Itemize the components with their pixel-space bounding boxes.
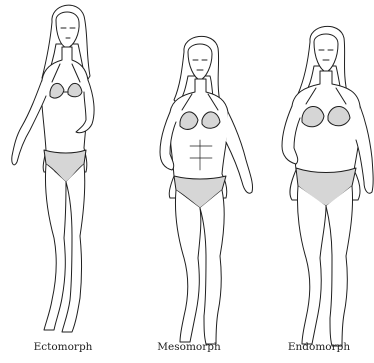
ectomorph-figure [12, 5, 94, 332]
endomorph-figure [282, 26, 373, 346]
mesomorph-left-leg [175, 190, 200, 342]
ectomorph-label: Ectomorph [8, 341, 118, 353]
mesomorph-right-arm [226, 112, 253, 193]
mesomorph-figure [160, 36, 253, 344]
endomorph-left-leg [297, 186, 326, 344]
ectomorph-left-leg [44, 164, 66, 330]
endomorph-label: Endomorph [264, 341, 374, 353]
mesomorph-right-leg [200, 190, 224, 344]
endomorph-right-leg [326, 186, 353, 346]
mesomorph-label: Mesomorph [134, 341, 244, 353]
ectomorph-left-arm [12, 80, 46, 165]
